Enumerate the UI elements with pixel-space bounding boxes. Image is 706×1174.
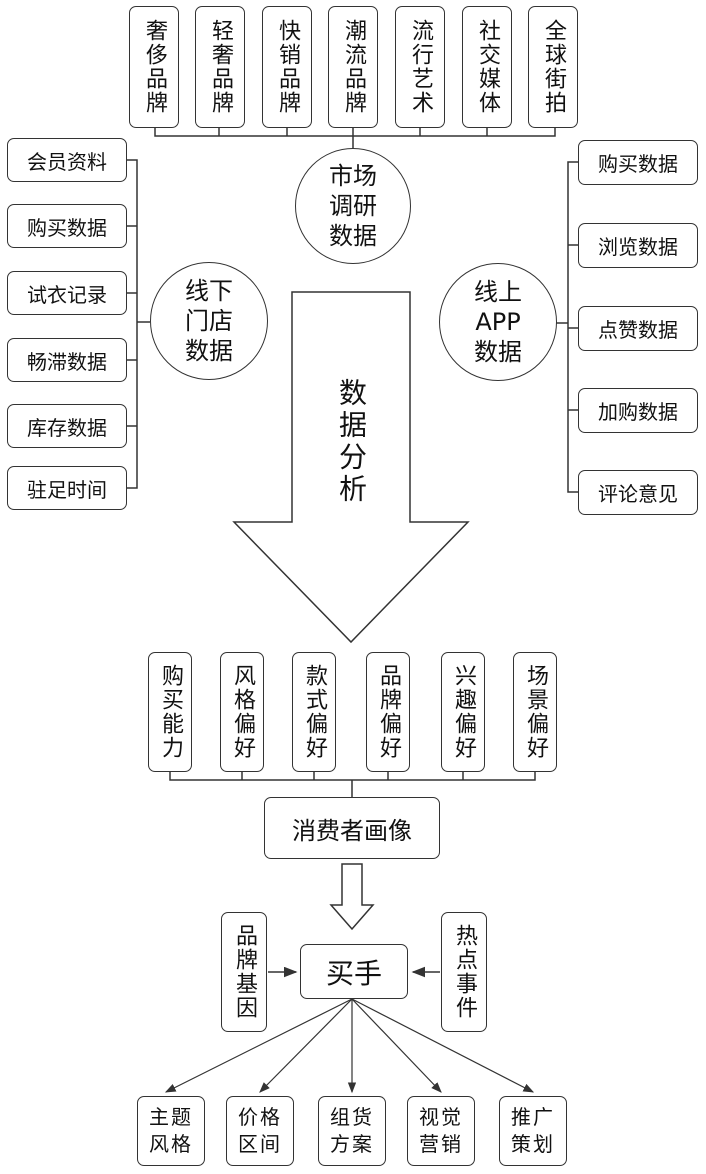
offline-item: 驻足时间 [7, 466, 127, 510]
output-box: 视觉营销 [407, 1096, 475, 1166]
hot-event-box: 热点事件 [441, 912, 487, 1032]
output-box: 组货方案 [318, 1096, 386, 1166]
offline-store-node: 线下 门店 数据 [150, 262, 268, 380]
offline-bracket [127, 159, 150, 489]
market-source-box: 潮流品牌 [328, 6, 378, 128]
market-bracket [154, 128, 556, 148]
market-source-box: 社交媒体 [462, 6, 512, 128]
online-item: 浏览数据 [578, 223, 698, 268]
online-bracket [555, 161, 578, 493]
portrait-to-buyer-arrow [329, 863, 375, 931]
output-arrows [164, 998, 535, 1094]
market-source-box: 轻奢品牌 [195, 6, 245, 128]
online-item: 购买数据 [578, 140, 698, 185]
market-source-box: 流行艺术 [395, 6, 445, 128]
online-item: 点赞数据 [578, 306, 698, 351]
attribute-box: 兴趣偏好 [441, 652, 485, 772]
market-source-box: 全球街拍 [528, 6, 578, 128]
analysis-arrow [232, 291, 470, 644]
attribute-box: 品牌偏好 [366, 652, 410, 772]
online-item: 评论意见 [578, 470, 698, 515]
output-box: 主题风格 [137, 1096, 205, 1166]
attribute-box: 购买能力 [148, 652, 192, 772]
attribute-box: 款式偏好 [292, 652, 336, 772]
offline-item: 库存数据 [7, 404, 127, 448]
attribute-box: 风格偏好 [220, 652, 264, 772]
market-source-box: 快销品牌 [262, 6, 312, 128]
consumer-portrait-box: 消费者画像 [264, 797, 440, 859]
output-box: 推广策划 [499, 1096, 567, 1166]
market-research-node: 市场 调研 数据 [295, 148, 411, 264]
attribute-box: 场景偏好 [513, 652, 557, 772]
online-app-node: 线上 APP 数据 [439, 263, 557, 381]
market-source-box: 奢侈品牌 [129, 6, 179, 128]
brand-dna-box: 品牌基因 [221, 912, 267, 1032]
offline-item: 畅滞数据 [7, 338, 127, 382]
offline-item: 购买数据 [7, 204, 127, 248]
online-item: 加购数据 [578, 388, 698, 433]
buyer-box: 买手 [300, 944, 408, 999]
offline-item: 会员资料 [7, 138, 127, 182]
output-box: 价格区间 [226, 1096, 294, 1166]
analysis-label: 数据分析 [335, 378, 368, 506]
attributes-bracket [169, 772, 536, 797]
offline-item: 试衣记录 [7, 271, 127, 315]
